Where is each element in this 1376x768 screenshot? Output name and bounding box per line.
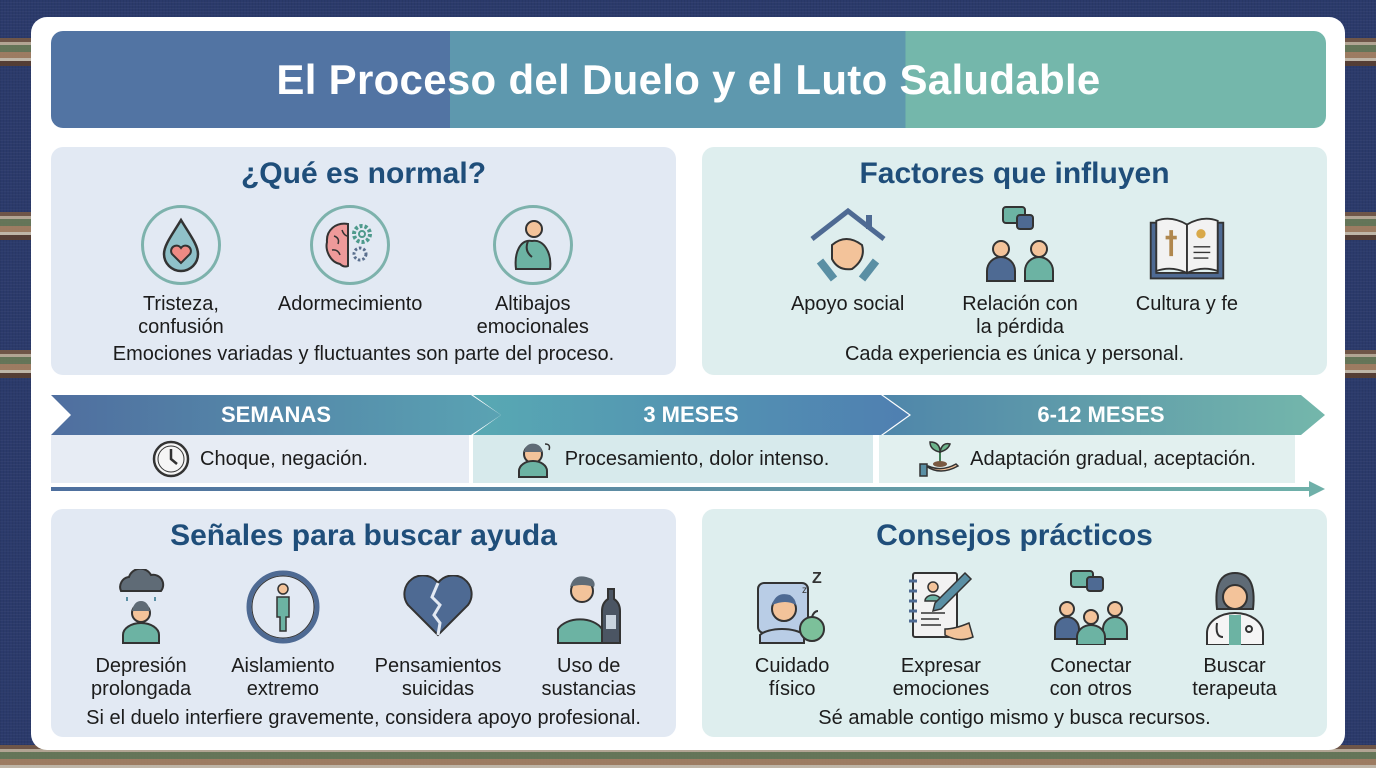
isolated-person-icon — [243, 567, 323, 647]
open-book-cross-icon — [1147, 205, 1227, 285]
factors-heading: Factores que influyen — [859, 157, 1170, 190]
two-people-chat-icon — [980, 205, 1060, 285]
factor-item: Cultura y fe — [1136, 205, 1238, 339]
help-signs-note: Si el duelo interfiere gravemente, consi… — [86, 707, 641, 729]
normal-item: Adormecimiento — [278, 205, 422, 339]
title-banner: El Proceso del Duelo y el Luto Saludable — [51, 31, 1326, 128]
timeline-chevrons — [51, 395, 1325, 435]
normal-note: Emociones variadas y fluctuantes son par… — [112, 343, 615, 365]
svg-text:Z: Z — [812, 570, 822, 587]
help-signs-heading: Señales para buscar ayuda — [170, 519, 557, 552]
doctor-icon — [1195, 567, 1275, 647]
person-bottle-icon — [549, 567, 629, 647]
hand-sprout-icon — [919, 441, 960, 477]
help-sign-item: Aislamiento extremo — [231, 567, 335, 701]
group-chat-icon — [1051, 567, 1131, 647]
tip-item: Expresar emociones — [893, 567, 989, 701]
tips-note: Sé amable contigo mismo y busca recursos… — [818, 707, 1211, 729]
person-hugging-knees-icon — [492, 205, 573, 285]
rain-cloud-person-icon — [101, 567, 181, 647]
factor-item: Apoyo social — [791, 205, 904, 339]
stage-description: Procesamiento, dolor intenso. — [473, 435, 873, 483]
help-sign-item: Uso de sustancias — [541, 567, 636, 701]
normal-heading: ¿Qué es normal? — [240, 157, 487, 190]
normal-item: Altibajos emocionales — [477, 205, 589, 339]
stage-period: 6-12 MESES — [1037, 402, 1165, 427]
house-clasped-hands-icon — [808, 205, 888, 285]
arrow-right-icon — [1309, 481, 1325, 497]
help-sign-item: Depresión prolongada — [91, 567, 191, 701]
stage-description: Adaptación gradual, aceptación. — [879, 435, 1295, 483]
clock-icon — [152, 440, 190, 478]
grief-timeline: SEMANAS 3 MESES 6-12 MESES Choque, negac… — [51, 395, 1326, 497]
factors-card: Factores que influyen Apoyo social Relac… — [702, 147, 1327, 375]
stage-period: 3 MESES — [643, 402, 739, 427]
border-stripe — [0, 745, 1376, 768]
teardrop-heart-icon — [140, 205, 221, 285]
factor-item: Relación con la pérdida — [962, 205, 1078, 339]
factors-note: Cada experiencia es única y personal. — [844, 343, 1185, 365]
normal-item: Tristeza, confusión — [138, 205, 224, 339]
tips-heading: Consejos prácticos — [876, 519, 1153, 552]
brain-gears-icon — [310, 205, 391, 285]
tip-item: Buscar terapeuta — [1192, 567, 1277, 701]
normal-card: ¿Qué es normal? Tristeza, confusión Ador… — [51, 147, 676, 375]
help-sign-item: Pensamientos suicidas — [375, 567, 501, 701]
broken-heart-icon — [398, 567, 478, 647]
page-title: El Proceso del Duelo y el Luto Saludable — [276, 55, 1101, 103]
person-thinking-icon — [517, 443, 550, 478]
timeline-axis — [51, 487, 1311, 491]
svg-text:z: z — [802, 585, 807, 596]
help-signs-card: Señales para buscar ayuda Depresión prol… — [51, 509, 676, 737]
stage-period: SEMANAS — [220, 402, 331, 427]
tip-item: Conectar con otros — [1050, 567, 1132, 701]
stage-description: Choque, negación. — [51, 435, 469, 483]
journal-pen-icon — [901, 567, 981, 647]
